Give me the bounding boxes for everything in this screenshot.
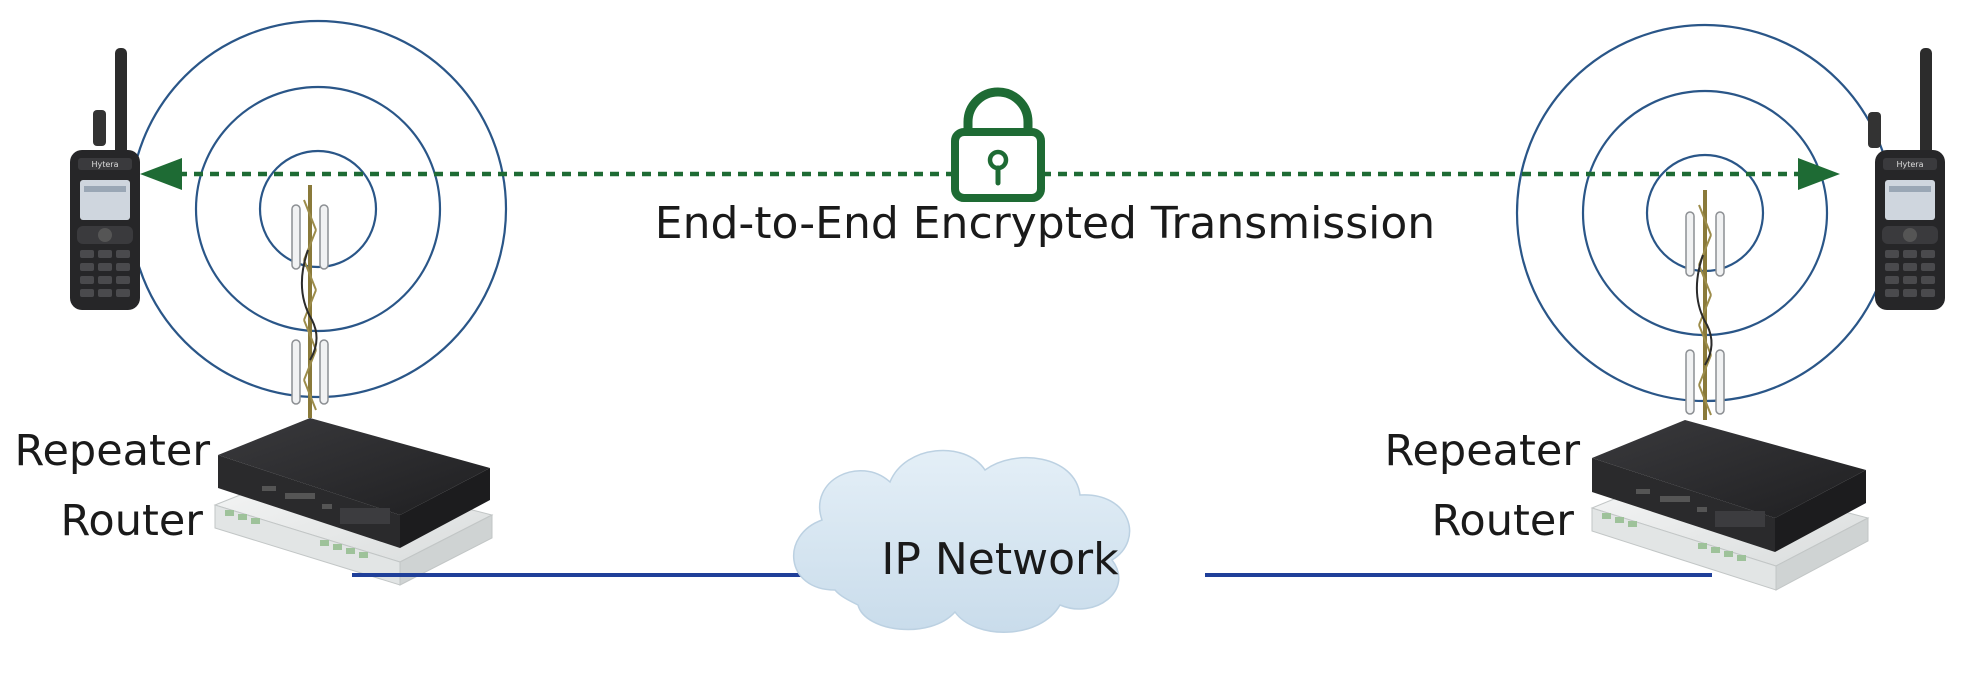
coverage-rings-left	[128, 19, 508, 399]
repeater-label-right: Repeater	[1384, 426, 1581, 476]
radio-brand-right: Hytera	[1897, 160, 1924, 169]
padlock-icon	[951, 87, 1045, 202]
router-label-right: Router	[1431, 496, 1574, 546]
antenna-tower-right	[1685, 190, 1725, 420]
router-label-left: Router	[60, 496, 203, 546]
handheld-radio-right: Hytera	[1868, 48, 1945, 310]
encrypted-transmission-arrow	[140, 158, 1840, 190]
repeater-left	[218, 418, 490, 548]
handheld-radio-left: Hytera	[70, 48, 140, 310]
cloud-icon	[792, 449, 1131, 633]
ip-network-label: IP Network	[881, 534, 1119, 585]
repeater-label-left: Repeater	[14, 426, 211, 476]
repeater-right	[1592, 420, 1866, 552]
radio-brand-left: Hytera	[92, 160, 119, 169]
transmission-label: End-to-End Encrypted Transmission	[654, 198, 1436, 249]
antenna-tower-left	[291, 185, 329, 418]
